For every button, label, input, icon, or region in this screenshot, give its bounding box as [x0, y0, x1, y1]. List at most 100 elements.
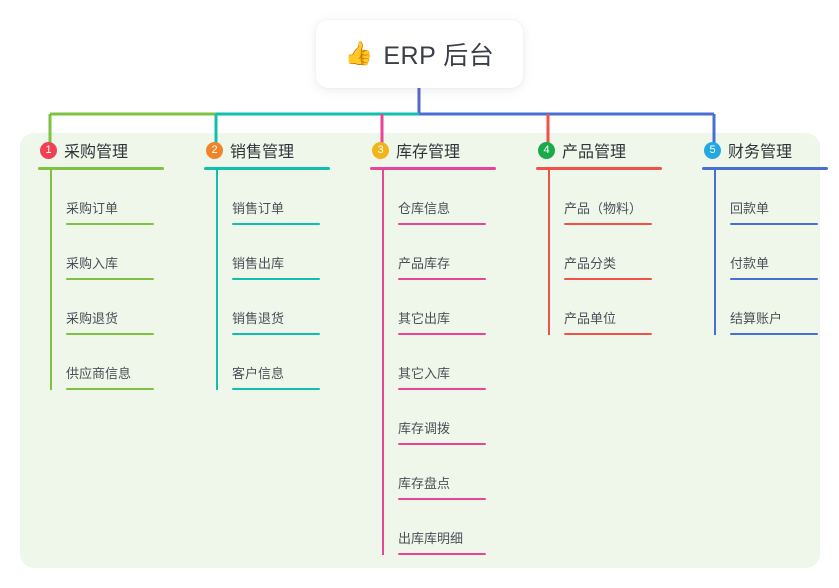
- branch-header-1[interactable]: 1 采购管理: [20, 133, 185, 167]
- branch-number-badge: 1: [40, 141, 57, 159]
- thumbs-up-icon: 👍: [344, 40, 374, 67]
- branch-item-label: 结算账户: [730, 311, 783, 326]
- branch-header-2[interactable]: 2 销售管理: [186, 133, 351, 167]
- branch-item-label: 产品分类: [564, 256, 617, 271]
- branch-item[interactable]: 产品单位: [548, 280, 683, 335]
- branch-item[interactable]: 销售出库: [216, 225, 351, 280]
- branch-underline: [536, 167, 662, 170]
- branch-item-label: 采购订单: [66, 201, 119, 216]
- branch-spine: [382, 170, 384, 555]
- branch-item-label: 产品（物料）: [564, 201, 643, 216]
- branch-item[interactable]: 库存调拨: [382, 390, 517, 445]
- branch-item-label: 采购退货: [66, 311, 119, 326]
- branch-item-label: 销售退货: [232, 311, 285, 326]
- branch-number-badge: 2: [206, 141, 223, 159]
- branch-column-1: 1 采购管理采购订单采购入库采购退货供应商信息: [20, 133, 185, 390]
- branch-item[interactable]: 库存盘点: [382, 445, 517, 500]
- branch-column-5: 5 财务管理回款单付款单结算账户: [684, 133, 839, 335]
- branch-item[interactable]: 产品分类: [548, 225, 683, 280]
- branch-item[interactable]: 其它出库: [382, 280, 517, 335]
- branch-item-underline: [232, 278, 320, 280]
- branch-item[interactable]: 产品（物料）: [548, 170, 683, 225]
- branch-item-underline: [730, 333, 818, 335]
- branch-item-label: 库存盘点: [398, 476, 451, 491]
- branch-item-label: 供应商信息: [66, 366, 132, 381]
- branch-columns: 1 采购管理采购订单采购入库采购退货供应商信息 2 销售管理销售订单销售出库销售退货客…: [0, 133, 839, 568]
- branch-title: 产品管理: [562, 144, 627, 161]
- branch-title: 库存管理: [396, 144, 461, 161]
- branch-item[interactable]: 付款单: [714, 225, 839, 280]
- branch-item-label: 销售订单: [232, 201, 285, 216]
- branch-header-5[interactable]: 5 财务管理: [684, 133, 839, 167]
- branch-item[interactable]: 采购退货: [50, 280, 185, 335]
- branch-header-4[interactable]: 4 产品管理: [518, 133, 683, 167]
- branch-item-underline: [66, 223, 154, 225]
- branch-underline: [370, 167, 496, 170]
- branch-item-list: 仓库信息产品库存其它出库其它入库库存调拨库存盘点出库库明细: [382, 170, 517, 555]
- branch-column-3: 3 库存管理仓库信息产品库存其它出库其它入库库存调拨库存盘点出库库明细: [352, 133, 517, 555]
- branch-spine: [548, 170, 550, 335]
- branch-item-underline: [564, 278, 652, 280]
- branch-item-underline: [398, 278, 486, 280]
- branch-item[interactable]: 出库库明细: [382, 500, 517, 555]
- branch-number-badge: 5: [704, 141, 721, 159]
- branch-item-underline: [398, 498, 486, 500]
- branch-item[interactable]: 产品库存: [382, 225, 517, 280]
- branch-item-underline: [232, 333, 320, 335]
- branch-item[interactable]: 客户信息: [216, 335, 351, 390]
- branch-item-underline: [730, 223, 818, 225]
- branch-number-badge: 4: [538, 141, 555, 159]
- branch-item[interactable]: 仓库信息: [382, 170, 517, 225]
- branch-item-list: 采购订单采购入库采购退货供应商信息: [50, 170, 185, 390]
- branch-item-underline: [398, 443, 486, 445]
- branch-item-label: 仓库信息: [398, 201, 451, 216]
- branch-item-underline: [398, 553, 486, 555]
- branch-item[interactable]: 其它入库: [382, 335, 517, 390]
- branch-item[interactable]: 供应商信息: [50, 335, 185, 390]
- branch-item-underline: [398, 223, 486, 225]
- branch-item-underline: [564, 223, 652, 225]
- branch-item-underline: [398, 388, 486, 390]
- branch-item[interactable]: 回款单: [714, 170, 839, 225]
- branch-item-underline: [66, 388, 154, 390]
- branch-item[interactable]: 销售退货: [216, 280, 351, 335]
- branch-column-2: 2 销售管理销售订单销售出库销售退货客户信息: [186, 133, 351, 390]
- branch-item-list: 销售订单销售出库销售退货客户信息: [216, 170, 351, 390]
- branch-item-label: 采购入库: [66, 256, 119, 271]
- branch-item-label: 其它入库: [398, 366, 451, 381]
- branch-item[interactable]: 结算账户: [714, 280, 839, 335]
- branch-item-label: 付款单: [730, 256, 770, 271]
- branch-underline: [204, 167, 330, 170]
- branch-title: 销售管理: [230, 144, 295, 161]
- root-node[interactable]: 👍 ERP 后台: [316, 20, 523, 88]
- branch-item-label: 库存调拨: [398, 421, 451, 436]
- branch-underline: [702, 167, 828, 170]
- branch-column-4: 4 产品管理产品（物料） 产品分类产品单位: [518, 133, 683, 335]
- branch-item-label: 回款单: [730, 201, 770, 216]
- branch-title: 财务管理: [728, 144, 793, 161]
- branch-item-label: 产品库存: [398, 256, 451, 271]
- branch-item-underline: [564, 333, 652, 335]
- branch-underline: [38, 167, 164, 170]
- branch-item[interactable]: 销售订单: [216, 170, 351, 225]
- branch-spine: [216, 170, 218, 390]
- branch-item-underline: [398, 333, 486, 335]
- branch-header-3[interactable]: 3 库存管理: [352, 133, 517, 167]
- branch-item-underline: [730, 278, 818, 280]
- branch-title: 采购管理: [64, 144, 129, 161]
- branch-item-label: 销售出库: [232, 256, 285, 271]
- root-title: ERP 后台: [383, 42, 495, 70]
- diagram-background-panel: [20, 133, 820, 568]
- branch-item[interactable]: 采购入库: [50, 225, 185, 280]
- branch-number-badge: 3: [372, 141, 389, 159]
- branch-item-underline: [66, 333, 154, 335]
- branch-item-label: 客户信息: [232, 366, 285, 381]
- branch-item-label: 出库库明细: [398, 531, 464, 546]
- branch-item-label: 其它出库: [398, 311, 451, 326]
- branch-spine: [50, 170, 52, 390]
- branch-item-list: 回款单付款单结算账户: [714, 170, 839, 335]
- branch-item-underline: [232, 223, 320, 225]
- branch-item[interactable]: 采购订单: [50, 170, 185, 225]
- branch-item-underline: [232, 388, 320, 390]
